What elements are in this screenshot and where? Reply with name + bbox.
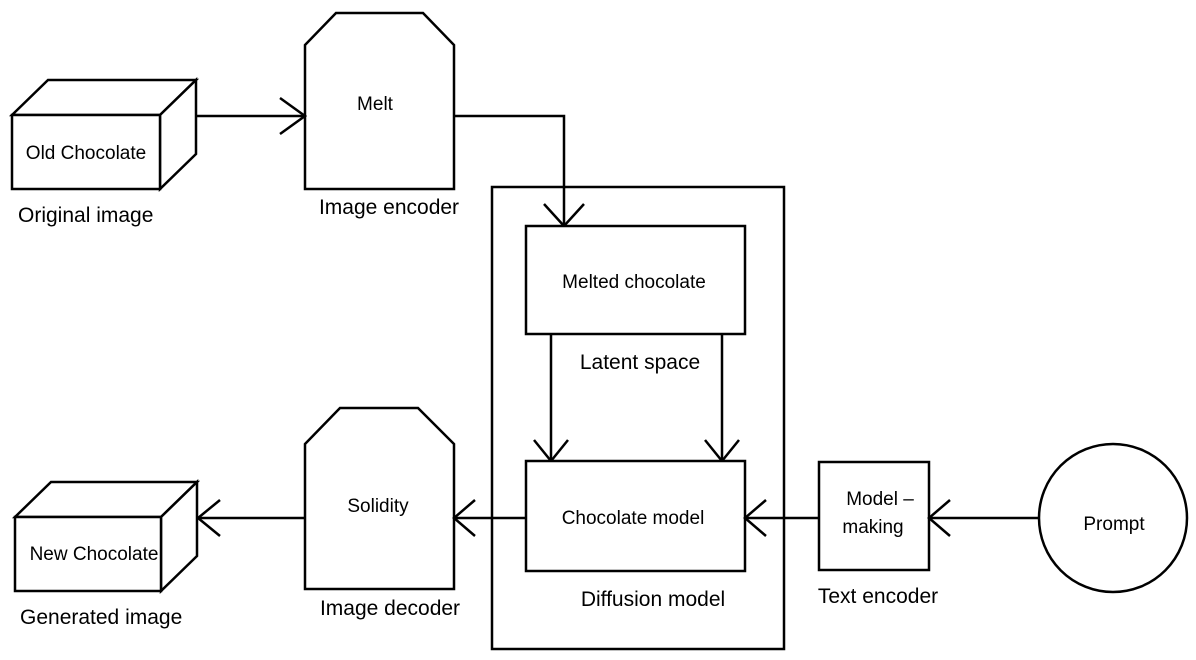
- latent-space-caption: Latent space: [580, 351, 700, 374]
- generated-image-caption: Generated image: [20, 606, 182, 629]
- new-chocolate-label: New Chocolate: [30, 544, 159, 565]
- model-making-label-line1: Model –: [846, 489, 914, 510]
- melted-chocolate-box: Melted chocolate: [524, 224, 747, 336]
- image-decoder-caption: Image decoder: [320, 597, 460, 620]
- prompt-label: Prompt: [1083, 514, 1145, 535]
- text-encoder-caption: Text encoder: [818, 585, 938, 608]
- melt-label: Melt: [357, 94, 394, 115]
- diffusion-model-container: [490, 185, 786, 651]
- arrow-model-to-decoder: [452, 499, 526, 537]
- prompt-circle: Prompt: [1037, 442, 1189, 594]
- arrow-latent-to-model-left: [533, 334, 569, 463]
- arrow-original-to-encoder: [196, 96, 308, 136]
- melt-block: Melt: [303, 11, 456, 191]
- new-chocolate-box: New Chocolate: [11, 479, 201, 594]
- chocolate-model-box: Chocolate model: [524, 459, 747, 573]
- arrow-prompt-to-text-encoder: [927, 499, 1039, 537]
- image-encoder-caption: Image encoder: [319, 196, 459, 219]
- arrow-text-encoder-to-model: [743, 499, 819, 537]
- arrow-encoder-to-latent: [454, 114, 585, 228]
- old-chocolate-box: Old Chocolate: [8, 77, 200, 192]
- chocolate-model-label: Chocolate model: [562, 508, 705, 529]
- model-making-box: Model – making: [817, 460, 931, 572]
- model-making-label-line2: making: [842, 517, 903, 538]
- diffusion-model-caption: Diffusion model: [581, 588, 725, 611]
- solidity-label: Solidity: [347, 496, 409, 517]
- arrow-latent-to-model-right: [704, 334, 740, 463]
- original-image-caption: Original image: [18, 204, 153, 227]
- old-chocolate-label: Old Chocolate: [26, 143, 146, 164]
- arrow-decoder-to-generated: [196, 499, 305, 537]
- melted-chocolate-label: Melted chocolate: [562, 272, 706, 293]
- solidity-block: Solidity: [303, 406, 456, 591]
